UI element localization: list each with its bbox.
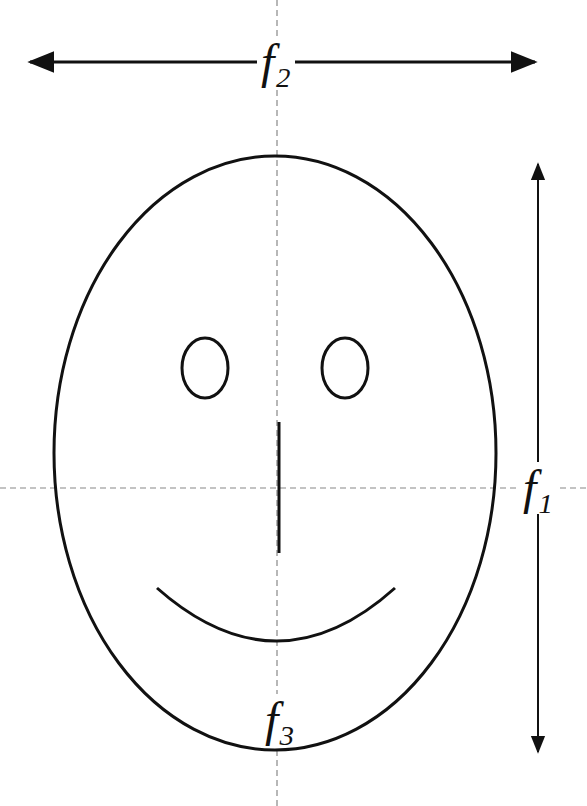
- face-outline: [54, 156, 496, 750]
- height-arrow: [537, 164, 539, 752]
- chin-label: f₃: [261, 694, 299, 746]
- left-eye: [182, 338, 228, 398]
- right-eye: [322, 338, 368, 398]
- width-label: f₂: [257, 36, 295, 88]
- horizontal-axis: [0, 487, 587, 488]
- vertical-axis: [276, 0, 277, 806]
- height-label: f₁: [519, 462, 557, 514]
- mouth: [157, 588, 395, 641]
- nose: [278, 422, 281, 553]
